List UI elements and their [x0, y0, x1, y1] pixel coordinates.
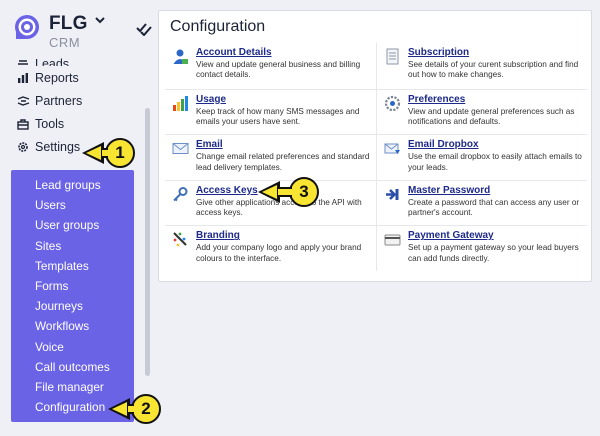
callout-badge: 2	[131, 394, 161, 424]
config-item-subscription: Subscription See details of your curent …	[376, 43, 587, 89]
config-item-description: Use the email dropbox to easily attach e…	[408, 152, 582, 172]
callout-badge: 1	[105, 138, 135, 168]
sidebar-scrollbar[interactable]	[145, 108, 150, 376]
branding-icon	[173, 232, 187, 247]
sidebar-nav: Leads Reports Partners Tools Settings	[16, 54, 144, 158]
submenu-item-voice[interactable]: Voice	[35, 339, 64, 354]
config-item-description: View and update general preferences such…	[408, 106, 575, 126]
submenu-item-call-outcomes[interactable]: Call outcomes	[35, 359, 110, 374]
sidebar-item-label: Partners	[35, 93, 83, 108]
submenu-item-lead-groups[interactable]: Lead groups	[35, 178, 101, 193]
submenu-item-users[interactable]: Users	[35, 198, 66, 213]
subscription-link[interactable]: Subscription	[408, 47, 470, 58]
brand-name: FLG	[49, 13, 88, 34]
callout-arrow	[82, 142, 104, 164]
config-item-description: Set up a payment gateway so your lead bu…	[408, 243, 579, 263]
sidebar-item-label: Tools	[35, 116, 65, 131]
brand-subtitle: CRM	[49, 35, 81, 50]
access-keys-link[interactable]: Access Keys	[196, 184, 258, 196]
sidebar-item-label: Leads	[35, 57, 70, 66]
submenu-item-journeys[interactable]: Journeys	[35, 299, 83, 314]
submenu-item-sites[interactable]: Sites	[35, 238, 62, 253]
config-item-branding: Branding Add your company logo and apply…	[165, 226, 376, 271]
payment-gateway-link[interactable]: Payment Gateway	[408, 230, 494, 242]
usage-link[interactable]: Usage	[196, 93, 227, 105]
email-link[interactable]: Email	[196, 139, 223, 151]
sidebar-item-label: Settings	[35, 139, 81, 154]
config-row: Access Keys Give other applications acce…	[165, 179, 587, 226]
submenu-item-templates[interactable]: Templates	[35, 258, 89, 273]
flg-logo	[15, 15, 39, 39]
submenu-item-forms[interactable]: Forms	[35, 279, 69, 294]
callout-1-settings: 1	[82, 138, 135, 168]
page-title: Configuration	[170, 18, 266, 35]
partners-icon	[16, 94, 30, 108]
config-item-description: View and update general business and bil…	[196, 60, 361, 80]
submenu-item-workflows[interactable]: Workflows	[35, 319, 90, 334]
document-icon	[386, 48, 399, 65]
config-item-description: Add your company logo and apply your bra…	[196, 243, 362, 263]
key-icon	[173, 186, 188, 201]
submenu-item-configuration[interactable]: Configuration	[35, 400, 106, 415]
toolbox-icon	[16, 117, 30, 131]
bar-chart-icon	[173, 95, 188, 111]
config-item-usage: Usage Keep track of how many SMS message…	[165, 90, 376, 135]
preferences-icon	[384, 95, 401, 111]
credit-card-icon	[384, 234, 401, 246]
submenu-item-user-groups[interactable]: User groups	[35, 218, 100, 233]
reports-icon	[16, 71, 30, 85]
brand[interactable]: FLG CRM	[14, 10, 152, 50]
email-dropbox-icon	[384, 143, 400, 155]
user-icon	[173, 49, 188, 64]
config-row: Email Change email related preferences a…	[165, 134, 587, 180]
sidebar-item-settings[interactable]: Settings	[16, 135, 144, 158]
callout-3-access-keys: 3	[258, 177, 319, 207]
config-item-description: Create a password that can access any us…	[408, 197, 580, 218]
config-item-description: Change email related preferences and sta…	[196, 152, 370, 172]
config-item-payment-gateway: Payment Gateway Set up a payment gateway…	[376, 226, 587, 271]
config-item-email: Email Change email related preferences a…	[165, 135, 376, 180]
callout-arrow	[258, 181, 280, 203]
chevron-down-icon[interactable]	[94, 13, 106, 28]
sidebar-item-reports[interactable]: Reports	[16, 66, 144, 89]
config-item-account-details: Account Details View and update general …	[165, 43, 376, 89]
config-item-email-dropbox: Email Dropbox Use the email dropbox to e…	[376, 135, 587, 180]
config-row: Account Details View and update general …	[165, 43, 587, 89]
config-item-description: See details of your curent subscription …	[408, 60, 579, 80]
sidebar-item-partners[interactable]: Partners	[16, 89, 144, 112]
envelope-icon	[172, 143, 189, 155]
callout-arrow	[108, 398, 130, 420]
double-check-icon[interactable]	[136, 22, 152, 41]
callout-badge: 3	[289, 177, 319, 207]
password-arrow-icon	[386, 188, 399, 200]
configuration-panel: Configuration Account Details View and u…	[158, 10, 592, 282]
callout-2-configuration: 2	[108, 394, 161, 424]
preferences-link[interactable]: Preferences	[408, 93, 466, 105]
sidebar: FLG CRM Leads Reports	[0, 0, 152, 436]
config-row: Branding Add your company logo and apply…	[165, 225, 587, 271]
account-details-link[interactable]: Account Details	[196, 47, 272, 58]
sidebar-item-leads[interactable]: Leads	[16, 54, 144, 66]
branding-link[interactable]: Branding	[196, 230, 240, 242]
configuration-grid: Account Details View and update general …	[165, 43, 587, 271]
sidebar-item-tools[interactable]: Tools	[16, 112, 144, 135]
master-password-link[interactable]: Master Password	[408, 184, 491, 196]
config-item-preferences: Preferences View and update general pref…	[376, 89, 587, 135]
gear-icon	[16, 140, 30, 154]
config-item-description: Keep track of how many SMS messages and …	[196, 106, 360, 126]
settings-submenu: Lead groups Users User groups Sites Temp…	[11, 170, 134, 422]
submenu-item-file-manager[interactable]: File manager	[35, 379, 104, 394]
sidebar-item-label: Reports	[35, 70, 79, 85]
leads-icon	[16, 54, 30, 66]
config-row: Usage Keep track of how many SMS message…	[165, 88, 587, 135]
config-item-master-password: Master Password Create a password that c…	[376, 180, 587, 226]
email-dropbox-link[interactable]: Email Dropbox	[408, 139, 479, 151]
